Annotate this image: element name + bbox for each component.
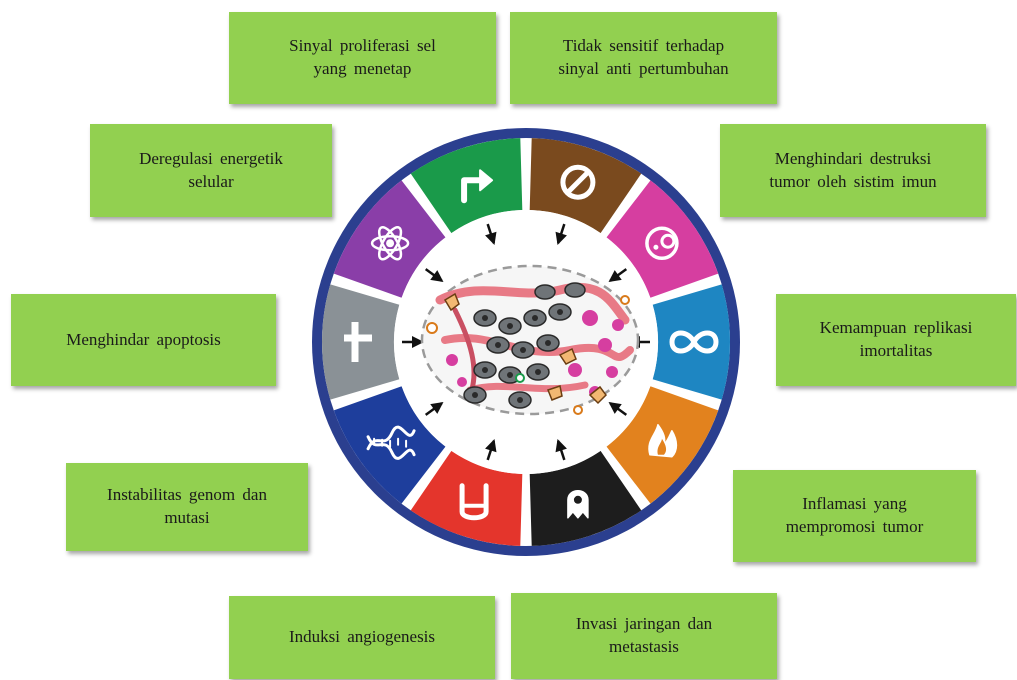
segment-growth-suppressors — [529, 138, 642, 234]
label-tumor-inflammation-line1: Inflamasi yang — [802, 494, 907, 514]
label-replicative-immortality: Kemampuan replikasi imortalitas — [776, 294, 1016, 386]
arrowhead-angiogenesis — [485, 439, 497, 453]
label-genome-instability: Instabilitas genom dan mutasi — [66, 463, 308, 551]
label-apoptosis: Menghindar apoptosis — [11, 294, 276, 386]
label-growth-suppressors: Tidak sensitif terhadap sinyal anti pertu… — [510, 12, 777, 104]
label-energetics-line1: Deregulasi energetik — [139, 148, 283, 168]
arrowhead-apoptosis — [412, 336, 424, 348]
immune-cell-icon — [645, 226, 679, 261]
arrowhead-immune-destruction — [608, 270, 622, 283]
arrowhead-growth-suppressors — [555, 231, 567, 245]
label-energetics-line2: selular — [188, 171, 234, 191]
tumor-illustration — [420, 264, 640, 416]
label-apoptosis-line1: Menghindar apoptosis — [66, 329, 221, 349]
arrowhead-proliferation — [485, 231, 497, 245]
label-growth-suppressors-line2: sinyal anti pertumbuhan — [558, 59, 729, 78]
prohibited-icon — [560, 164, 596, 200]
label-tumor-inflammation-line2: mempromosi tumor — [785, 517, 924, 536]
label-tumor-inflammation: Inflamasi yang mempromosi tumor — [733, 470, 976, 562]
label-proliferation-line1: Sinyal proliferasi sel — [289, 36, 436, 56]
segment-icons — [344, 164, 719, 521]
label-angiogenesis: Induksi angiogenesis — [229, 596, 495, 679]
segment-energetics — [333, 180, 446, 298]
label-invasion-metastasis: Invasi jaringan dan metastasis — [511, 593, 777, 679]
arrowhead-tumor-inflammation — [608, 401, 622, 414]
flame-icon — [648, 423, 678, 458]
vessel-icon — [459, 483, 489, 521]
label-growth-suppressors-line1: Tidak sensitif terhadap — [562, 36, 725, 56]
segment-apoptosis — [322, 284, 400, 400]
arrowhead-invasion-metastasis — [555, 439, 567, 453]
segment-angiogenesis — [410, 450, 523, 546]
label-immune-destruction-line2: tumor oleh sistim imun — [769, 171, 937, 191]
arrowhead-genome-instability — [430, 401, 444, 414]
label-invasion-metastasis-line1: Invasi jaringan dan — [575, 614, 713, 634]
label-replicative-immortality-line1: Kemampuan replikasi — [819, 318, 973, 338]
ghost-cell-icon — [567, 490, 589, 519]
label-genome-instability-line2: mutasi — [164, 508, 210, 527]
label-invasion-metastasis-line2: metastasis — [609, 637, 679, 656]
label-genome-instability-line1: Instabilitas genom dan — [107, 485, 267, 505]
label-angiogenesis-line1: Induksi angiogenesis — [288, 627, 436, 647]
arrow-turn-icon — [461, 169, 494, 204]
label-immune-destruction: Menghindari destruksi tumor oleh sistim i… — [720, 124, 986, 217]
label-immune-destruction-line1: Menghindari destruksi — [774, 148, 932, 168]
infinity-icon — [669, 330, 719, 354]
atom-icon — [370, 226, 410, 261]
arrowhead-energetics — [430, 270, 444, 283]
label-proliferation: Sinyal proliferasi sel yang menetap — [229, 12, 496, 104]
grave-cross-icon — [344, 322, 372, 362]
dna-icon — [366, 425, 416, 460]
label-energetics: Deregulasi energetik selular — [90, 124, 332, 217]
label-replicative-immortality-line2: imortalitas — [859, 341, 933, 360]
label-proliferation-line2: yang menetap — [313, 59, 412, 78]
